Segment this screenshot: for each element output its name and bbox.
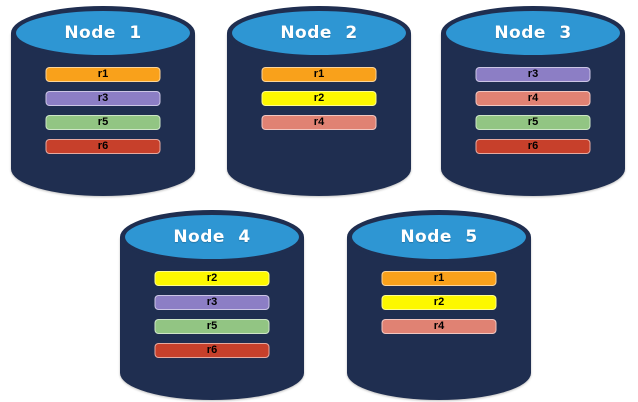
node-4-cylinder: Node 4 r2 r3 r5 r6: [120, 210, 304, 400]
cylinder-body: [347, 237, 531, 400]
cylinder-body: [227, 33, 411, 196]
replica-list: r1 r2 r4: [261, 67, 377, 130]
replica-bar: r2: [154, 271, 270, 286]
replica-bar: r6: [45, 139, 161, 154]
replica-bar: r1: [45, 67, 161, 82]
replica-bar: r3: [45, 91, 161, 106]
replica-bar: r2: [261, 91, 377, 106]
node-title: Node 5: [400, 227, 478, 247]
replica-bar: r6: [475, 139, 591, 154]
node-title: Node 1: [64, 23, 142, 43]
replica-bar: r5: [45, 115, 161, 130]
replica-list: r3 r4 r5 r6: [475, 67, 591, 154]
cylinder-top: Node 1: [11, 6, 195, 60]
cylinder-body: [11, 33, 195, 196]
replica-bar: r6: [154, 343, 270, 358]
node-2-cylinder: Node 2 r1 r2 r4: [227, 6, 411, 196]
replica-bar: r3: [154, 295, 270, 310]
node-5-cylinder: Node 5 r1 r2 r4: [347, 210, 531, 400]
replica-bar: r4: [261, 115, 377, 130]
cylinder-top: Node 4: [120, 210, 304, 264]
cylinder-body: [441, 33, 625, 196]
replica-bar: r4: [381, 319, 497, 334]
replica-list: r2 r3 r5 r6: [154, 271, 270, 358]
replica-bar: r2: [381, 295, 497, 310]
replica-list: r1 r2 r4: [381, 271, 497, 334]
node-title: Node 2: [280, 23, 358, 43]
replica-bar: r1: [261, 67, 377, 82]
cylinder-top: Node 5: [347, 210, 531, 264]
replica-bar: r3: [475, 67, 591, 82]
replica-bar: r1: [381, 271, 497, 286]
replica-bar: r5: [475, 115, 591, 130]
cylinder-top: Node 3: [441, 6, 625, 60]
node-1-cylinder: Node 1 r1 r3 r5 r6: [11, 6, 195, 196]
cylinder-top: Node 2: [227, 6, 411, 60]
cylinder-body: [120, 237, 304, 400]
node-3-cylinder: Node 3 r3 r4 r5 r6: [441, 6, 625, 196]
node-title: Node 4: [173, 227, 251, 247]
replica-bar: r5: [154, 319, 270, 334]
replica-bar: r4: [475, 91, 591, 106]
node-title: Node 3: [494, 23, 572, 43]
replica-list: r1 r3 r5 r6: [45, 67, 161, 154]
